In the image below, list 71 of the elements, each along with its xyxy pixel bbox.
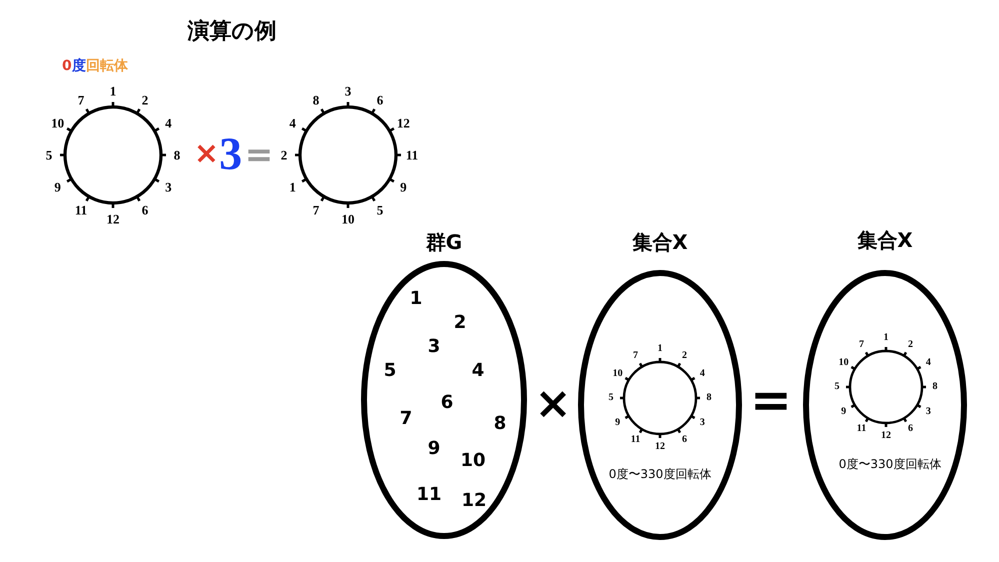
dial-number: 3	[700, 418, 705, 428]
multiplier: ×3	[194, 131, 242, 177]
dial-number: 4	[289, 116, 296, 130]
set-heading: 集合X	[632, 232, 688, 252]
dial-number: 9	[841, 406, 846, 416]
dial-number: 4	[926, 358, 931, 368]
dial-number: 3	[926, 406, 931, 416]
dial-number: 8	[312, 93, 320, 106]
dial-number: 7	[859, 340, 864, 350]
equals-sign: =	[750, 375, 792, 425]
element-number: 6	[440, 394, 454, 412]
dial-number: 4	[700, 368, 705, 378]
dial-number: 2	[142, 93, 148, 106]
dial-number: 3	[344, 84, 352, 98]
dial-number: 7	[312, 204, 320, 217]
set-heading: 群G	[426, 232, 462, 252]
dial-number: 12	[396, 116, 410, 130]
dial-number: 5	[834, 382, 840, 392]
element-number: 10	[460, 452, 486, 470]
dial-number: 10	[838, 358, 849, 368]
dial-number: 11	[630, 435, 640, 446]
oval-caption: 0度〜330度回転体	[608, 468, 712, 480]
dial-number: 5	[46, 148, 52, 162]
dial-number: 6	[142, 204, 148, 217]
element-number: 11	[416, 486, 442, 504]
dial-number: 5	[376, 204, 384, 217]
element-number: 5	[384, 362, 396, 380]
dial-number: 2	[280, 148, 288, 162]
dial-number: 12	[655, 442, 665, 452]
dial-number: 11	[406, 148, 418, 162]
oval-caption: 0度〜330度回転体	[838, 458, 942, 470]
dial-number: 10	[51, 116, 64, 130]
dial-number: 8	[174, 148, 180, 162]
dial-number: 8	[932, 382, 938, 392]
dial-number: 10	[612, 368, 623, 378]
diagram-title: 演算の例	[188, 21, 276, 43]
dial-number: 7	[78, 93, 84, 106]
element-number: 9	[428, 440, 440, 458]
dial-number: 9	[615, 418, 620, 428]
element-number: 1	[410, 290, 422, 308]
dial-number: 11	[856, 424, 866, 434]
dial-number: 12	[881, 431, 891, 441]
dial-number: 6	[908, 424, 913, 434]
dial-number: 6	[682, 435, 687, 446]
rotation-caption: 0度回転体	[62, 59, 128, 73]
dial-number: 10	[342, 212, 354, 226]
element-number: 12	[461, 492, 487, 510]
element-number: 7	[400, 410, 412, 428]
dial-number: 1	[884, 333, 888, 343]
element-number: 3	[428, 338, 440, 356]
dial-number: 11	[74, 204, 88, 217]
dial-number: 7	[633, 350, 638, 361]
set-heading: 集合X	[857, 230, 913, 250]
dial-number: 8	[706, 393, 712, 403]
times-sign: ×	[534, 382, 572, 426]
dial-number: 5	[608, 393, 614, 403]
dial-number: 9	[54, 180, 61, 194]
dial-number: 3	[165, 180, 172, 194]
dial-number: 1	[658, 344, 662, 354]
equals-sign: =	[244, 138, 274, 172]
dial-number: 1	[110, 84, 116, 98]
element-number: 2	[454, 314, 466, 332]
dial-number: 1	[289, 180, 296, 194]
dial-number: 4	[165, 116, 172, 130]
dial-number: 2	[908, 340, 913, 350]
dial-number: 9	[400, 180, 407, 194]
dial-number: 6	[376, 93, 384, 106]
dial-number: 2	[682, 350, 687, 361]
element-number: 8	[494, 415, 506, 433]
dial-number: 12	[106, 212, 120, 226]
element-number: 4	[472, 362, 484, 380]
